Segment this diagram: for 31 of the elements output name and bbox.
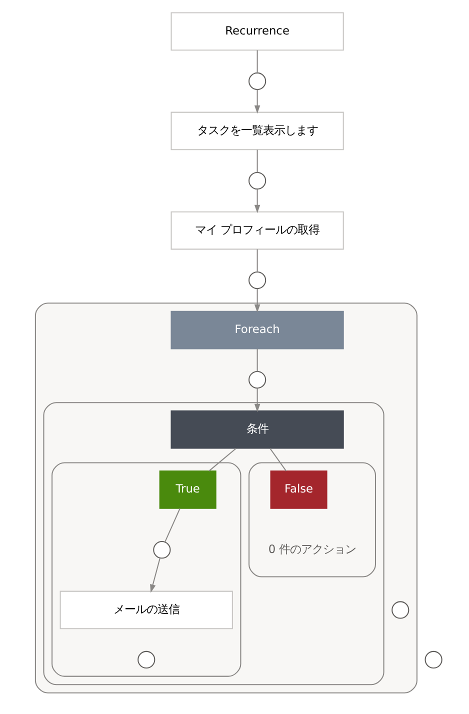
node-circle: [248, 172, 266, 190]
node-circle: [248, 72, 266, 90]
node-box: 条件: [170, 410, 344, 449]
arrow: [254, 90, 260, 114]
node-circle: [138, 650, 156, 669]
node-circle: [392, 601, 410, 619]
connector: [256, 150, 258, 172]
connector: [256, 249, 258, 272]
connector: [164, 508, 180, 542]
connector: [208, 448, 236, 472]
node-box: Recurrence: [170, 12, 344, 51]
node-circle: [248, 271, 266, 290]
node-box: メールの送信: [60, 590, 233, 630]
node-circle: [153, 541, 171, 559]
node-circle: [424, 650, 442, 669]
node-box: タスクを一覧表示します: [170, 112, 344, 150]
node-box: True: [159, 470, 216, 509]
connector: [270, 448, 287, 472]
arrow: [150, 558, 161, 593]
arrow: [254, 189, 260, 214]
cluster: [52, 462, 242, 677]
arrow: [254, 288, 260, 313]
node-box: False: [270, 470, 328, 509]
connector: [256, 50, 258, 73]
node-circle: [248, 371, 266, 389]
arrow: [254, 388, 260, 412]
cluster: [248, 462, 376, 578]
connector: [256, 348, 258, 372]
node-box: Foreach: [170, 310, 344, 350]
node-box: マイ プロフィールの取得: [170, 211, 344, 250]
node-text: 0 件のアクション: [268, 542, 356, 556]
